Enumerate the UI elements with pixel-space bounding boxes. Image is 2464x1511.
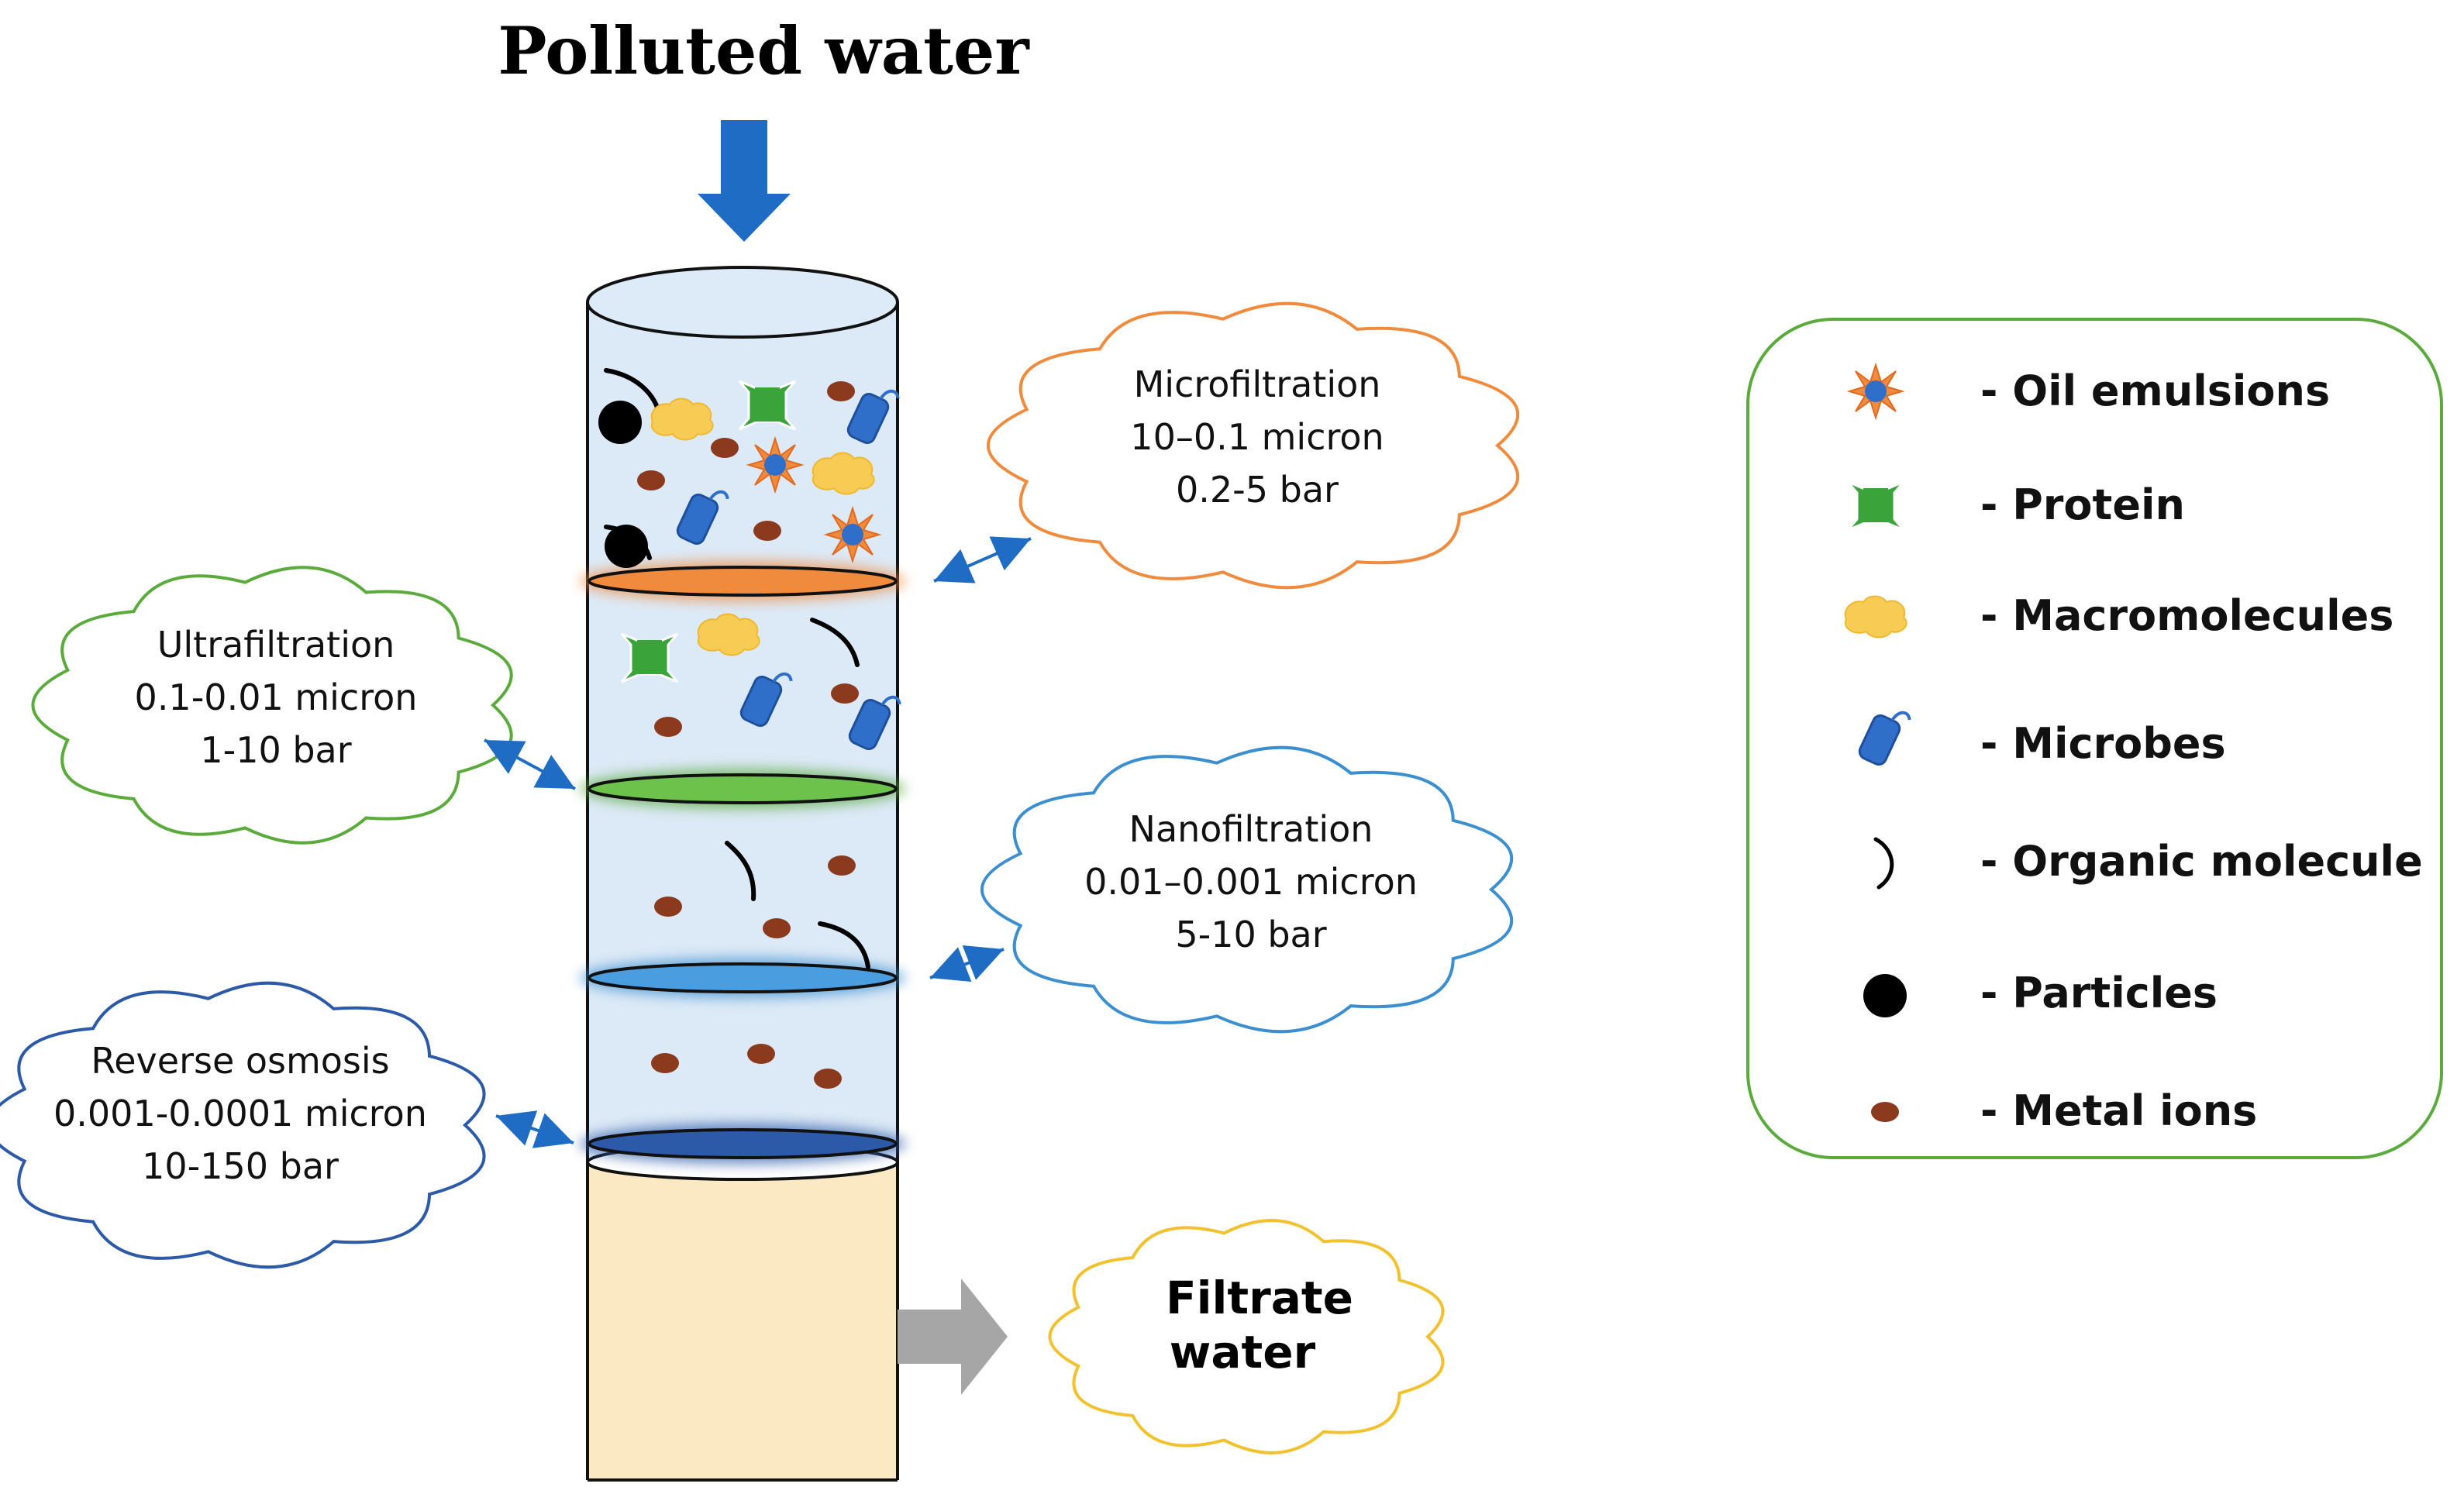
particle-icon <box>1863 974 1907 1017</box>
stage-pressure: 1-10 bar <box>200 729 351 771</box>
contaminants <box>598 368 903 1089</box>
metal-ion-icon <box>1871 1102 1899 1122</box>
metal-ion-icon <box>637 470 665 490</box>
metal-ion-icon <box>828 855 856 876</box>
cloud-filtrate-water: Filtrate water <box>1166 1272 1353 1378</box>
particle-icon <box>598 401 642 444</box>
stage-name: Microfiltration <box>1134 363 1381 405</box>
macromolecule-icon <box>697 613 760 656</box>
cloud-microfiltration-shape <box>986 301 1520 590</box>
metal-ion-icon <box>654 717 682 737</box>
stage-size: 0.01–0.001 micron <box>1084 861 1418 903</box>
metal-ion-icon <box>711 438 739 458</box>
legend: - Oil emulsions - Protein - Macromolecul… <box>1746 318 2443 1159</box>
stage-name: Nanofiltration <box>1129 808 1373 850</box>
metal-ion-icon <box>654 897 682 917</box>
legend-label: - Protein <box>1980 480 2185 529</box>
metal-ion-icon <box>814 1069 842 1089</box>
oil-emulsion-icon <box>1849 364 1903 418</box>
stage-pressure: 0.2-5 bar <box>1176 469 1339 511</box>
legend-label: - Metal ions <box>1980 1086 2257 1135</box>
metal-ion-icon <box>831 683 859 704</box>
protein-icon <box>738 380 797 431</box>
metal-ion-icon <box>763 918 791 938</box>
membrane-nanofiltration <box>580 958 905 998</box>
metal-ion-icon <box>747 1044 775 1064</box>
stage-size: 0.1-0.01 micron <box>135 676 418 718</box>
cloud-reverse-osmosis: Reverse osmosis 0.001-0.0001 micron 10-1… <box>53 1040 427 1187</box>
metal-ion-icon <box>753 521 781 541</box>
filtrate-label-line2: water <box>1170 1326 1316 1378</box>
protein-icon <box>1846 480 1905 532</box>
legend-label: - Particles <box>1980 969 2218 1017</box>
particle-icon <box>605 525 648 568</box>
cloud-nanofiltration: Nanofiltration 0.01–0.001 micron 5-10 ba… <box>1084 808 1418 955</box>
cloud-ultrafiltration-shape <box>31 566 513 845</box>
filtration-column <box>586 266 899 1482</box>
stage-name: Reverse osmosis <box>91 1040 389 1082</box>
legend-label: - Microbes <box>1980 719 2226 768</box>
stage-pressure: 10-150 bar <box>142 1145 339 1187</box>
membrane-reverse-osmosis <box>580 1124 905 1164</box>
cloud-nanofiltration-shape <box>980 745 1514 1034</box>
legend-box <box>1746 318 2443 1159</box>
filtrate-label-line1: Filtrate <box>1166 1272 1353 1324</box>
macromolecule-icon <box>812 452 875 495</box>
outlet-arrow-icon <box>898 1279 1008 1395</box>
oil-emulsion-icon <box>825 508 880 562</box>
cloud-ultrafiltration: Ultrafiltration 0.1-0.01 micron 1-10 bar <box>135 624 418 771</box>
metal-ion-icon <box>827 381 855 401</box>
filtrate-region <box>588 1162 898 1480</box>
oil-emulsion-icon <box>748 438 802 492</box>
macromolecule-icon <box>650 398 714 441</box>
organic-molecule-icon <box>810 618 860 667</box>
cloud-microfiltration: Microfiltration 10–0.1 micron 0.2-5 bar <box>1130 363 1384 511</box>
metal-ion-icon <box>651 1053 679 1073</box>
organic-molecule-icon <box>725 841 756 901</box>
cloud-reverse-osmosis-shape <box>0 981 486 1269</box>
stage-pressure: 5-10 bar <box>1175 914 1326 955</box>
legend-label: - Oil emulsions <box>1980 367 2330 415</box>
macromolecule-icon <box>1844 595 1907 638</box>
stage-name: Ultrafiltration <box>157 624 395 666</box>
stage-size: 10–0.1 micron <box>1130 416 1384 458</box>
membrane-ultrafiltration <box>580 769 905 809</box>
cloud-filtrate-shape <box>1048 1219 1445 1454</box>
legend-label: - Macromolecules <box>1980 591 2393 640</box>
membrane-microfiltration <box>580 561 905 601</box>
inlet-arrow-icon <box>698 120 791 242</box>
legend-label: - Organic molecule <box>1980 837 2423 886</box>
organic-molecule-icon <box>818 921 870 969</box>
stage-size: 0.001-0.0001 micron <box>53 1093 427 1134</box>
protein-icon <box>620 632 679 683</box>
page-title: Polluted water <box>498 12 1030 89</box>
connector-arrows <box>484 536 1032 1148</box>
